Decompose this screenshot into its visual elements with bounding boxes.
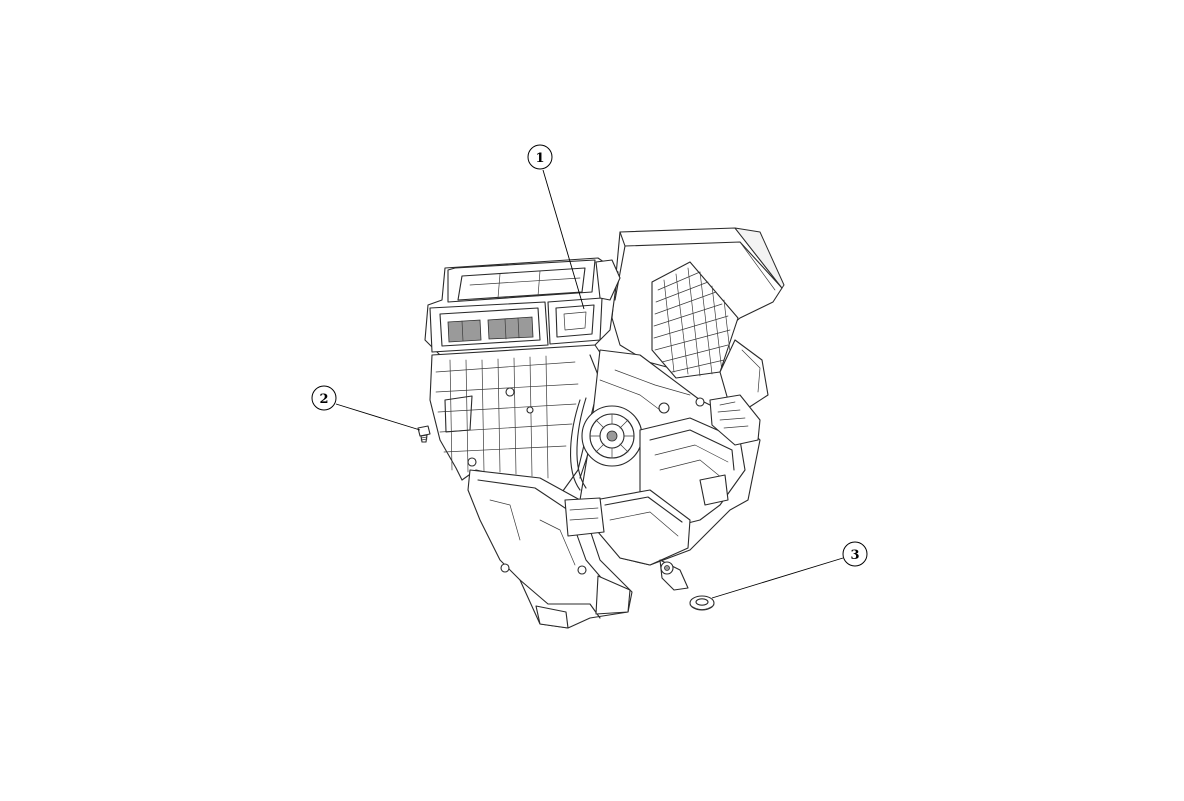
hvac-housing-assembly — [424, 227, 785, 629]
blower-filter-box — [611, 227, 785, 409]
vent-outlet-block — [424, 257, 621, 356]
floor-duct — [467, 469, 633, 629]
grommet — [689, 595, 715, 611]
leader-line-3 — [711, 557, 844, 599]
callout-bubble-2 — [311, 385, 337, 411]
leader-line-2 — [335, 403, 421, 431]
screw — [417, 425, 431, 443]
callout-label-1: 1 — [535, 151, 544, 166]
callout-label-2: 2 — [319, 392, 328, 407]
blower-motor — [564, 349, 761, 591]
callout-3: 3 — [711, 541, 868, 599]
leader-line-1 — [542, 169, 585, 310]
callout-1: 1 — [527, 144, 585, 310]
callout-bubble-3 — [842, 541, 868, 567]
callout-bubble-1 — [527, 144, 553, 170]
callout-2: 2 — [311, 385, 421, 431]
callout-label-3: 3 — [850, 548, 859, 563]
